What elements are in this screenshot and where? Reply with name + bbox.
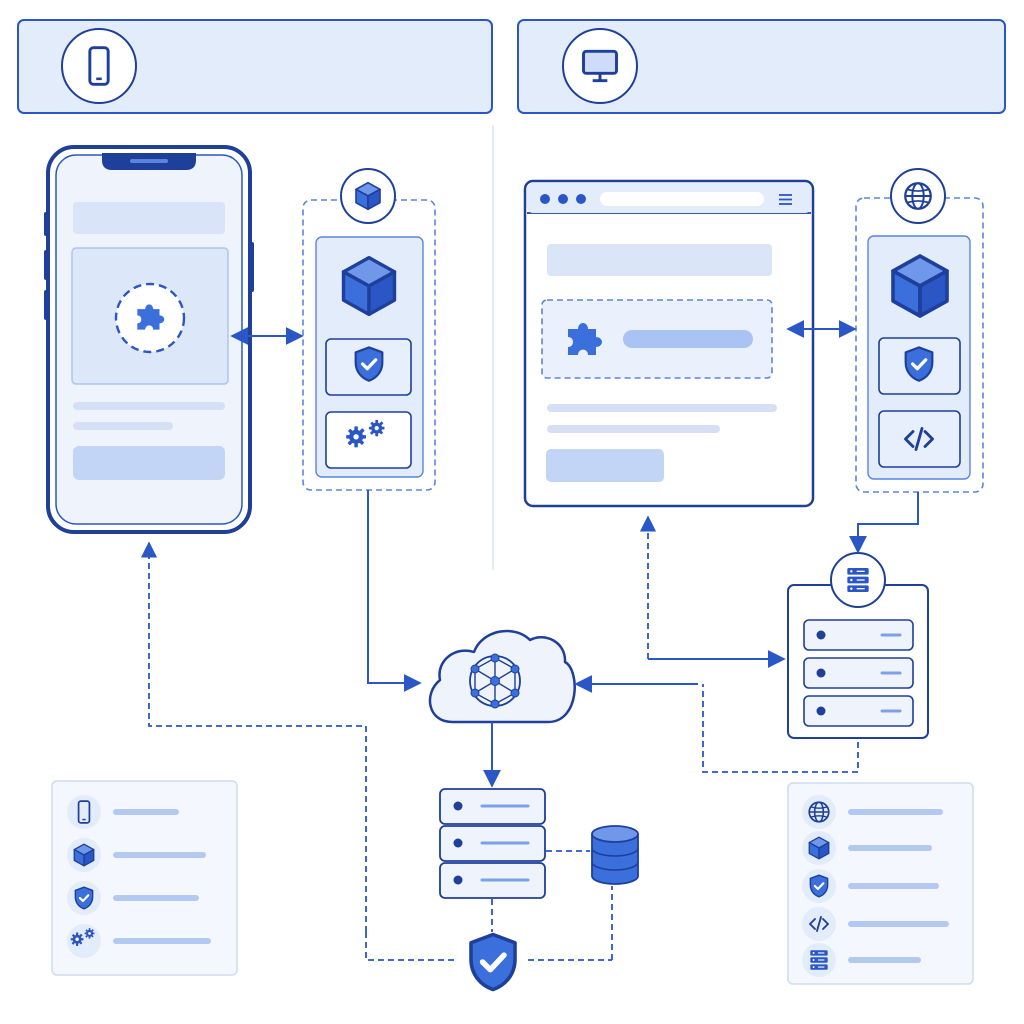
web-browser-window [523, 179, 815, 508]
cube-icon [891, 254, 949, 318]
cube-icon [73, 843, 95, 867]
web-header-bar [517, 19, 1006, 114]
network-hub-icon [469, 653, 521, 709]
server-group [787, 584, 929, 739]
cloud-hub [428, 629, 576, 724]
connectors [230, 320, 919, 788]
server-group-badge [830, 552, 886, 608]
legend-web [787, 782, 974, 985]
shield-check-icon [353, 345, 385, 383]
shield-check-icon [904, 345, 934, 383]
cube-icon [808, 836, 830, 860]
shield-check-icon [809, 874, 829, 898]
shield-check-icon [471, 935, 515, 990]
mobile-sdk-badge [340, 168, 396, 224]
server-icon [846, 567, 870, 593]
web-sdk-badge [890, 168, 946, 224]
central-server [439, 788, 546, 899]
cube-icon [341, 255, 397, 317]
server-icon [809, 949, 829, 971]
shield-check-icon [74, 886, 94, 910]
mobile-device [44, 145, 254, 534]
dashed-connectors [140, 515, 859, 961]
mobile-header-bar [17, 19, 493, 114]
web-sdk-stack [855, 197, 984, 493]
database-icon [591, 825, 639, 885]
legend-mobile [51, 780, 238, 976]
mobile-sdk-stack [302, 199, 436, 491]
cube-icon [355, 181, 381, 211]
security-shield [471, 935, 515, 990]
